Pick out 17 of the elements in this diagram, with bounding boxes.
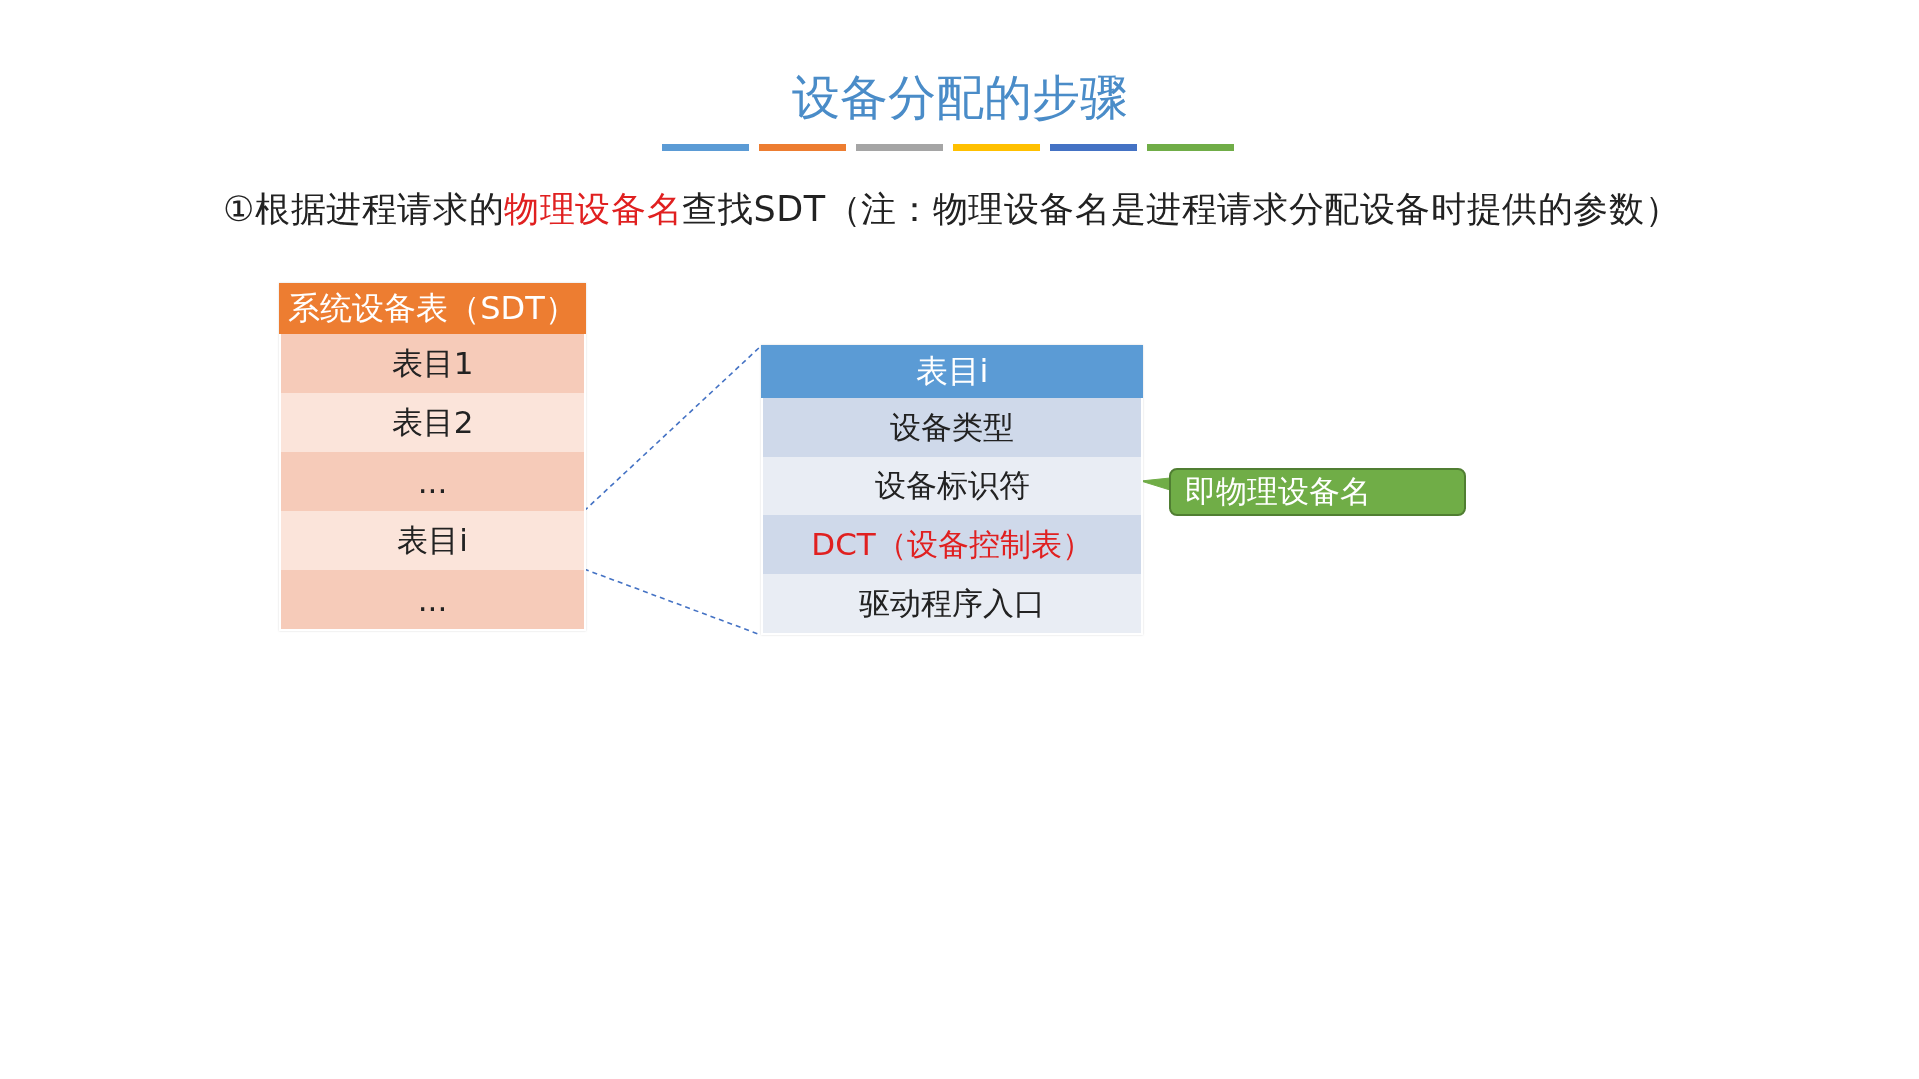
table-row: 表目i — [281, 511, 584, 570]
table-header: 表目i — [761, 345, 1143, 398]
table-header: 系统设备表（SDT） — [279, 283, 586, 334]
table-row: 表目2 — [281, 393, 584, 452]
table-row: 驱动程序入口 — [763, 574, 1141, 633]
table-row: ... — [281, 452, 584, 511]
table — [279, 283, 586, 631]
title: 设备分配的步骤 — [791, 68, 1128, 127]
table-row: 设备标识符 — [763, 457, 1141, 515]
table-row: DCT（设备控制表） — [763, 515, 1141, 574]
callout-pointer — [1140, 477, 1171, 491]
table — [761, 345, 1143, 635]
callout-bubble: 即物理设备名 — [1169, 468, 1466, 516]
table-row: 设备类型 — [763, 398, 1141, 457]
table-row: 表目1 — [281, 334, 584, 393]
table-row: ... — [281, 570, 584, 629]
instruction-text: ①根据进程请求的物理设备名查找SDT（注：物理设备名是进程请求分配设备时提供的参数） — [223, 188, 1681, 231]
